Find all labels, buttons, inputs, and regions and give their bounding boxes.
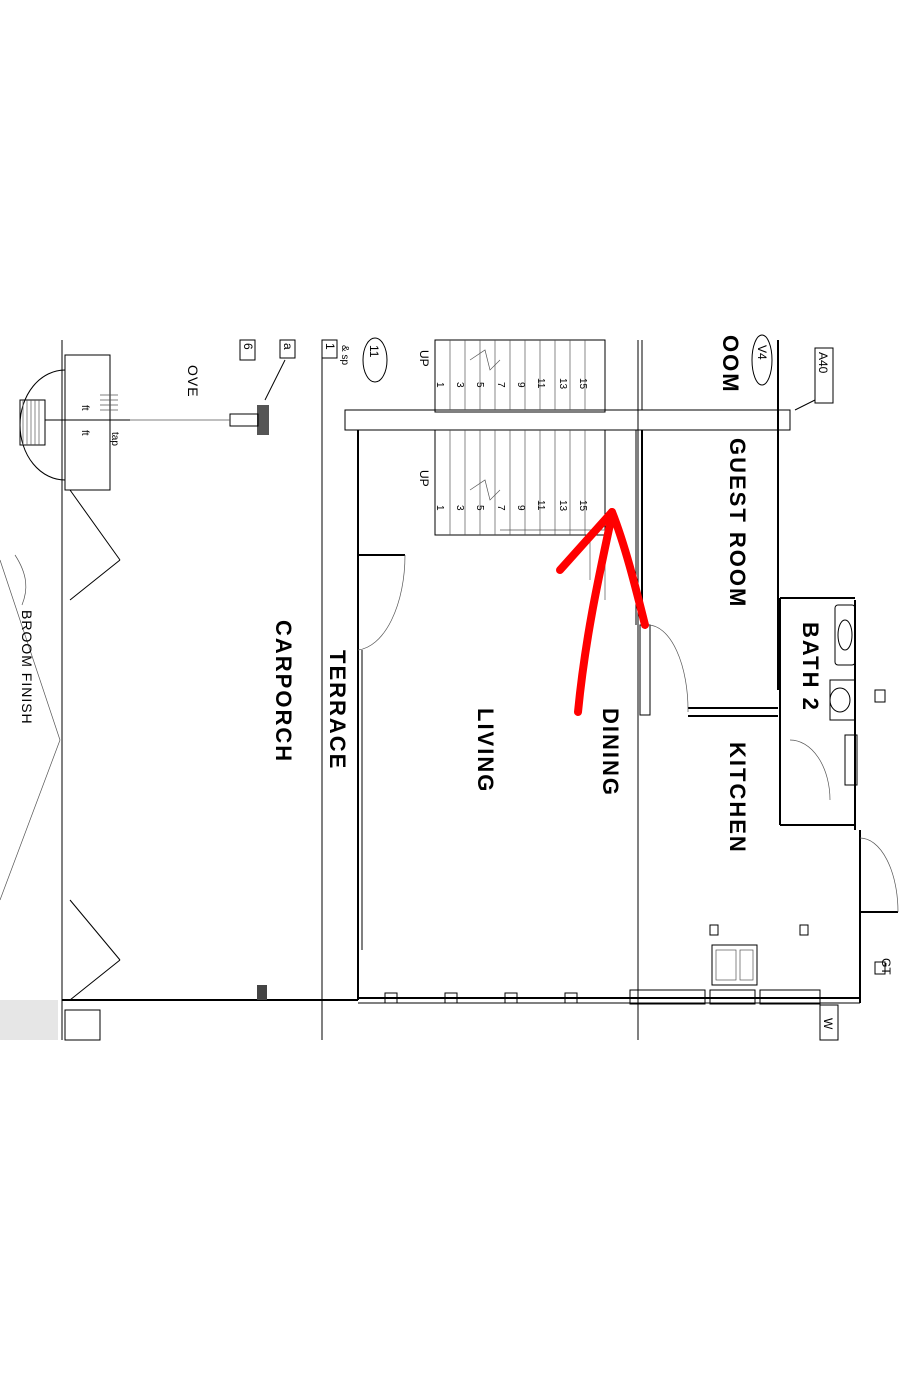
doors	[357, 554, 899, 913]
room-label-dining: DINING	[598, 708, 623, 797]
stair-number: 5	[474, 505, 485, 511]
broom-finish-note: BROOM FINISH	[19, 610, 35, 725]
room-label-kitchen: KITCHEN	[725, 742, 750, 854]
ove-note: OVE	[185, 365, 201, 398]
stair-number: 11	[535, 378, 546, 389]
windows-bottom	[384, 989, 821, 1005]
carporch-elements	[0, 405, 269, 1041]
staircase	[434, 339, 606, 600]
stair-number: 3	[454, 382, 465, 388]
stair-number: 15	[577, 500, 588, 512]
stair-up-label: UP	[417, 350, 431, 367]
tap-label: tap	[109, 432, 120, 446]
tag-11: 11	[367, 345, 381, 358]
bath-fixtures	[829, 604, 858, 786]
red-arrow-annotation	[556, 508, 649, 716]
tag-a40: A40	[816, 352, 830, 374]
room-label-terrace: TERRACE	[325, 650, 350, 770]
stair-number: 5	[474, 382, 485, 388]
stair-up-label: UP	[417, 470, 431, 487]
kitchen-sink	[709, 689, 886, 986]
stair-number: 9	[515, 505, 526, 511]
fountain-symbol	[19, 354, 130, 491]
stair-number: 1	[434, 505, 445, 511]
stair-number: 13	[557, 500, 568, 512]
stair-number: 7	[495, 505, 506, 511]
room-label-guest-room-partial: OOM	[718, 335, 743, 394]
stair-number: 3	[454, 505, 465, 511]
room-label-carporch: CARPORCH	[271, 620, 296, 763]
stair-numbers-right: 1 3 5 7 9 11 13 15	[434, 500, 588, 512]
annotation-tags: A40 V4 11 1 & sp 6 a ft ft tap OVE GT W	[79, 334, 893, 1041]
stair-number: 1	[434, 382, 445, 388]
gt-label: GT	[879, 958, 893, 975]
stair-number: 9	[515, 382, 526, 388]
tag-6: 6	[241, 343, 255, 350]
room-label-living: LIVING	[473, 708, 498, 793]
stair-number: 11	[535, 500, 546, 511]
stair-number: 7	[495, 382, 506, 388]
stair-number: 13	[557, 378, 568, 390]
ft-label: ft	[79, 405, 90, 411]
sp-note: & sp	[339, 345, 350, 365]
ft-label: ft	[79, 430, 90, 436]
w-tag: W	[821, 1018, 835, 1030]
tag-a: a	[281, 343, 295, 350]
tag-v4: V4	[755, 345, 769, 360]
stair-number: 15	[577, 378, 588, 390]
tag-1: 1	[323, 343, 337, 350]
stair-numbers-left: 1 3 5 7 9 11 13 15	[434, 378, 588, 390]
room-label-guest-room: GUEST ROOM	[725, 438, 750, 608]
room-label-bath-2: BATH 2	[798, 622, 823, 712]
